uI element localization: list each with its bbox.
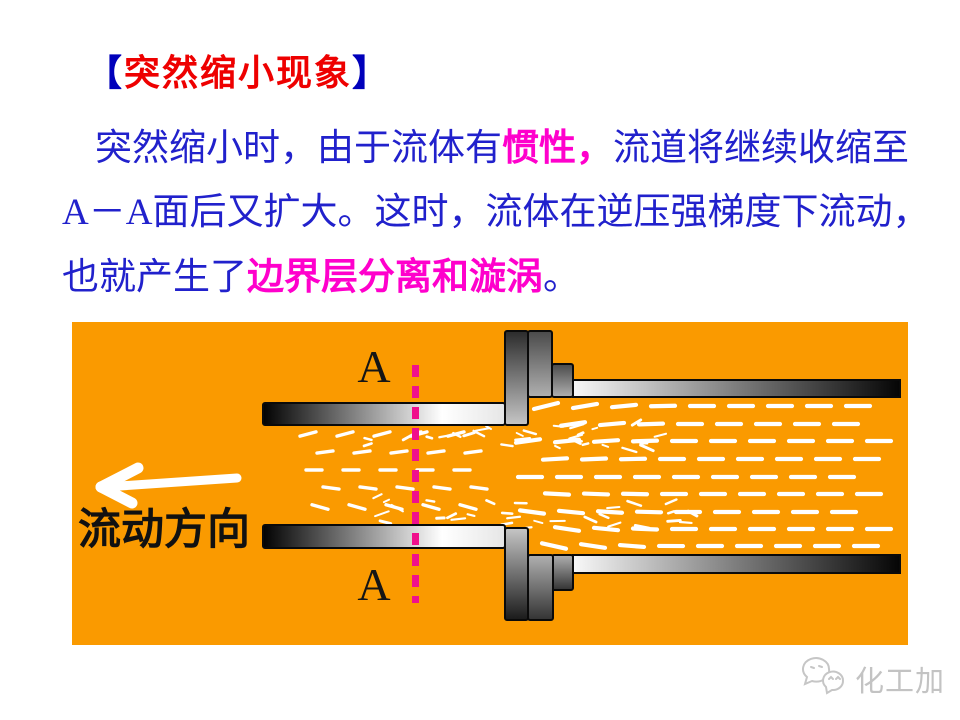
title-text: 突然缩小现象	[124, 53, 353, 93]
top-step	[551, 363, 574, 398]
body-paragraph: 突然缩小时，由于流体有惯性，流道将继续收缩至 A－A面后又扩大。这时，流体在逆压…	[62, 116, 929, 310]
top-hub	[527, 330, 553, 398]
large-pipe-bottom-wall	[572, 554, 901, 574]
line1-text: 突然缩小时，由于流体有	[95, 128, 502, 169]
paragraph-line-3: 也就产生了边界层分离和漩涡。	[62, 245, 922, 310]
title-bracket-close: 】	[352, 53, 391, 93]
line3-text: 也就产生了	[62, 257, 247, 298]
top-flange	[504, 330, 529, 426]
bottom-hub	[527, 554, 554, 621]
title-bracket-open: 【	[86, 53, 125, 93]
bottom-step	[551, 554, 574, 591]
diagram-canvas: A A 流动方向	[78, 330, 901, 621]
flow-direction-label: 流动方向	[78, 506, 250, 554]
flow-direction-arrow-icon	[95, 462, 242, 509]
small-pipe-bottom-wall	[262, 524, 506, 549]
section-label-a-bottom: A	[357, 559, 390, 610]
wechat-chat-bubbles-icon	[802, 657, 845, 695]
pipe-contraction-diagram: A A 流动方向	[72, 322, 908, 645]
paragraph-line-1: 突然缩小时，由于流体有惯性，流道将继续收缩至	[62, 116, 922, 181]
line2-text: A－A面后又扩大。这时，流体在逆压强梯度下流动，	[62, 192, 930, 233]
bottom-flange	[504, 527, 529, 621]
line3-text-2: 。	[543, 257, 580, 298]
paragraph-line-2: A－A面后又扩大。这时，流体在逆压强梯度下流动，	[62, 181, 929, 245]
watermark: 化工加	[800, 656, 945, 702]
large-pipe-top-wall	[572, 379, 901, 398]
pipe-walls	[262, 330, 901, 621]
slide-title: 【突然缩小现象】	[86, 44, 390, 96]
line3-highlight: 边界层分离和漩涡	[247, 256, 543, 297]
flow-streaks	[298, 400, 894, 551]
small-pipe-top-wall	[262, 402, 506, 426]
line1-text-2: 流道将继续收缩至	[613, 128, 909, 169]
line1-highlight: 惯性，	[502, 127, 613, 168]
section-label-a-top: A	[357, 341, 390, 392]
watermark-text: 化工加	[855, 666, 946, 698]
